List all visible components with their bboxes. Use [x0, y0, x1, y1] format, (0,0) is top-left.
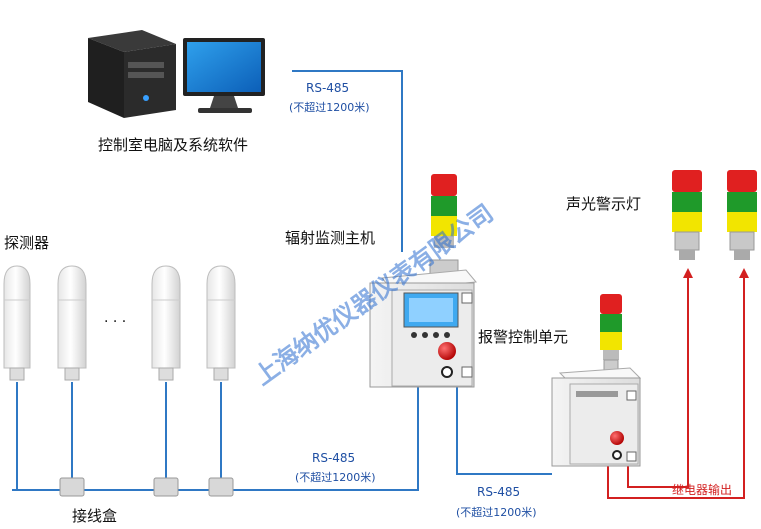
host-label: 辐射监测主机 [285, 229, 375, 247]
computer-icon [88, 30, 265, 118]
detector-1 [3, 265, 31, 381]
host-emergency-button-icon [438, 342, 456, 360]
link-top-protocol: RS-485 [306, 81, 349, 95]
relay-lines [607, 268, 749, 499]
relay-output-label: 继电器输出 [672, 482, 732, 497]
detector-4 [206, 265, 236, 381]
beacons-label: 声光警示灯 [566, 195, 641, 213]
alarm-unit-key-switch-icon [612, 450, 622, 460]
junction-boxes [59, 477, 234, 497]
link-bottom-right-limit: (不超过1200米) [456, 505, 537, 519]
arrow-up-icon [683, 268, 693, 278]
beacon-2 [727, 170, 757, 260]
arrow-up-icon [739, 268, 749, 278]
detector-2 [57, 265, 87, 381]
link-bottom-left-limit: (不超过1200米) [295, 470, 376, 484]
junction-box-3 [208, 477, 234, 497]
link-bottom-right-protocol: RS-485 [477, 485, 520, 499]
detectors-ellipsis: · · · [104, 314, 126, 330]
alarm-unit-beacon [600, 294, 622, 373]
junction-box-label: 接线盒 [72, 507, 117, 525]
alarm-unit-cabinet [551, 367, 642, 467]
host-key-switch-icon [441, 366, 453, 378]
beacon-1 [672, 170, 702, 260]
detector-3 [151, 265, 181, 381]
link-bottom-left-protocol: RS-485 [312, 451, 355, 465]
bus-host-alarm [456, 385, 552, 475]
bus-detector-trunk [12, 385, 419, 491]
alarm-unit-label: 报警控制单元 [478, 328, 568, 346]
alarm-unit-button-icon [610, 431, 624, 445]
link-top-limit: (不超过1200米) [289, 100, 370, 114]
detectors-label: 探测器 [4, 234, 49, 252]
computer-label: 控制室电脑及系统软件 [98, 136, 248, 154]
relay-line-left [607, 275, 745, 499]
host-cabinet [369, 269, 477, 388]
junction-box-2 [153, 477, 179, 497]
bus-lines [12, 70, 552, 491]
bus-computer-host [292, 70, 403, 252]
junction-box-1 [59, 477, 85, 497]
host-beacon [429, 174, 459, 275]
relay-line-right [627, 275, 689, 488]
